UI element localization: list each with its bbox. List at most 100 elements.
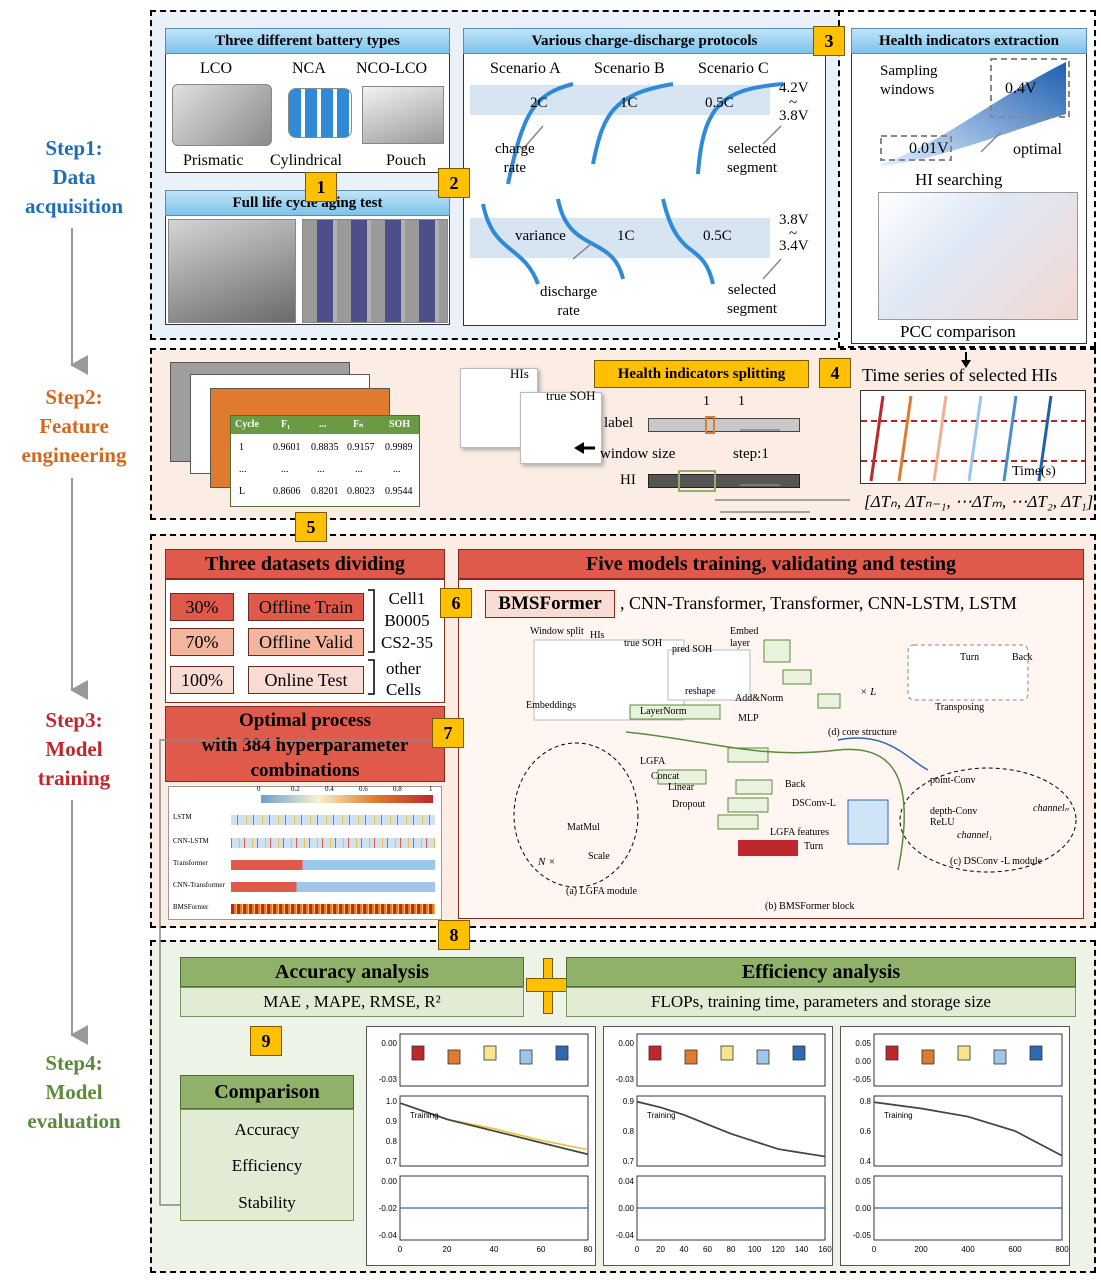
y-tick-label: -0.05 [853, 1075, 872, 1084]
box-plot-box [993, 1049, 1007, 1065]
arch-channeln: channelₙ [1033, 803, 1069, 814]
y-tick-label: -0.04 [616, 1231, 635, 1240]
box-plot-box [720, 1045, 734, 1061]
comparison-efficiency: Efficiency [231, 1156, 303, 1175]
table-row-cell: 0.9157 [347, 442, 375, 453]
pcc-comparison-label: PCC comparison [900, 322, 1016, 341]
heatmap-model-cnn-lstm: CNN-LSTM [173, 837, 209, 845]
y-tick-label: 0.7 [623, 1157, 635, 1166]
training-label: Training [410, 1111, 439, 1120]
x-tick-label: 400 [961, 1245, 975, 1254]
comparison-accuracy: Accuracy [234, 1120, 300, 1139]
x-tick-label: 100 [748, 1245, 762, 1254]
table-row-cell: 0.8835 [311, 442, 339, 453]
x-tick-label: 40 [490, 1245, 499, 1254]
x-tick-label: 80 [727, 1245, 736, 1254]
step-badge-3: 3 [813, 26, 845, 56]
series-line [636, 1100, 826, 1158]
time-series-xlabel: Time(s) [1012, 464, 1056, 479]
table-header-f1: F₁ [281, 419, 291, 430]
arch-matmul: MatMul [567, 822, 600, 833]
x-tick-label: 0 [398, 1245, 403, 1254]
step-arrows [70, 228, 88, 1045]
aging-test-photo-2 [302, 219, 448, 323]
heatmap-row-lstm [231, 815, 435, 825]
step4-label: Step4: Model evaluation [27, 1051, 121, 1133]
training-label: Training [884, 1111, 913, 1120]
discharge-voltage-bottom: 3.4V [779, 238, 809, 254]
x-tick-label: 160 [818, 1245, 832, 1254]
aging-test-photo-1 [168, 219, 296, 323]
chem-nca: NCA [292, 60, 326, 77]
box-plot-box [519, 1049, 533, 1065]
format-pouch: Pouch [386, 152, 426, 169]
arch-lgfa-module: (a) LGFA module [566, 886, 637, 897]
table-row-cell: 1 [239, 442, 244, 453]
box-plot-frame [636, 1033, 826, 1087]
arch-turn: Turn [804, 841, 824, 852]
prismatic-battery-image [172, 84, 272, 146]
chem-nco-lco: NCO-LCO [356, 60, 428, 77]
arch-embeddings: Embeddings [526, 700, 576, 711]
arch-pred-soh: pred SOH [672, 644, 713, 655]
soh-plot-frame [636, 1095, 826, 1167]
y-tick-label: 0.00 [855, 1204, 871, 1213]
dataset-row-pct-100: 100% [170, 666, 234, 694]
y-tick-label: 0.4 [860, 1157, 872, 1166]
y-tick-label: 0.00 [618, 1204, 634, 1213]
results-chart-right [840, 1026, 1070, 1266]
x-tick-label: 800 [1055, 1245, 1069, 1254]
box-plot-box [1029, 1045, 1043, 1061]
optimal-label: optimal [1013, 141, 1062, 158]
arch-scale: Scale [588, 851, 610, 862]
arch-legend-turn: Turn [960, 652, 980, 663]
results-chart-middle [603, 1026, 833, 1266]
step-badge-7: 7 [432, 718, 464, 748]
series-line [873, 1101, 1063, 1157]
arch-linear: Linear [668, 782, 695, 793]
arch-lgfa: LGFA [640, 756, 666, 767]
box-plot-box [555, 1045, 569, 1061]
comparison-title: Comparison [180, 1075, 354, 1109]
soh-plot-frame [399, 1095, 589, 1167]
heatmap-model-transformer: Transformer [173, 859, 208, 867]
accuracy-metrics: MAE , MAPE, RMSE, R² [180, 987, 524, 1017]
arch-mlp: MLP [738, 713, 759, 724]
arch-xl: × L [860, 686, 877, 698]
discharge-rate-label: discharge rate [540, 284, 598, 319]
table-row-cell: 0.9601 [273, 442, 301, 453]
y-tick-label: 0.7 [386, 1157, 398, 1166]
x-tick-label: 0 [872, 1245, 877, 1254]
label-one-b: 1 [738, 394, 745, 409]
x-tick-label: 20 [443, 1245, 452, 1254]
scenario-c: Scenario C [698, 60, 769, 77]
time-series-title: Time series of selected HIs [862, 365, 1058, 385]
step-badge-8: 8 [438, 920, 470, 950]
arch-layernorm: LayerNorm [640, 706, 687, 717]
scenario-b: Scenario B [594, 60, 665, 77]
datasets-cells-top: Cell1 B0005 CS2-35 [381, 589, 433, 652]
y-tick-label: -0.05 [853, 1231, 872, 1240]
sampling-window-graphic [880, 58, 1070, 166]
dataset-row-pct-70: 70% [170, 628, 234, 656]
box-plot-box [411, 1045, 425, 1061]
y-tick-label: 0.8 [623, 1127, 635, 1136]
charge-rate-label: charge rate [495, 141, 535, 176]
hi-extraction-title: Health indicators extraction [851, 28, 1087, 54]
charge-voltage-tilde: ~ [789, 95, 798, 111]
table-header-cycle: Cycle [235, 419, 259, 430]
table-row-cell: L [239, 486, 246, 497]
y-tick-label: -0.02 [379, 1204, 398, 1213]
step-badge-9: 9 [250, 1026, 282, 1056]
arch-embed-layer: Embed layer [730, 626, 759, 649]
accuracy-title: Accuracy analysis [180, 957, 524, 987]
arch-dropout: Dropout [672, 799, 706, 810]
y-tick-label: 0.9 [386, 1117, 398, 1126]
x-tick-label: 40 [680, 1245, 689, 1254]
table-row-cell: ... [239, 464, 247, 475]
feature-table: Cycle F₁ ... Fₙ SOH 1 0.9601 0.8835 0.91… [230, 415, 420, 507]
arch-core-structure: (d) core structure [828, 727, 897, 738]
bmsformer-architecture [513, 639, 1077, 888]
his-label: HIs [510, 366, 529, 381]
x-tick-label: 120 [771, 1245, 785, 1254]
